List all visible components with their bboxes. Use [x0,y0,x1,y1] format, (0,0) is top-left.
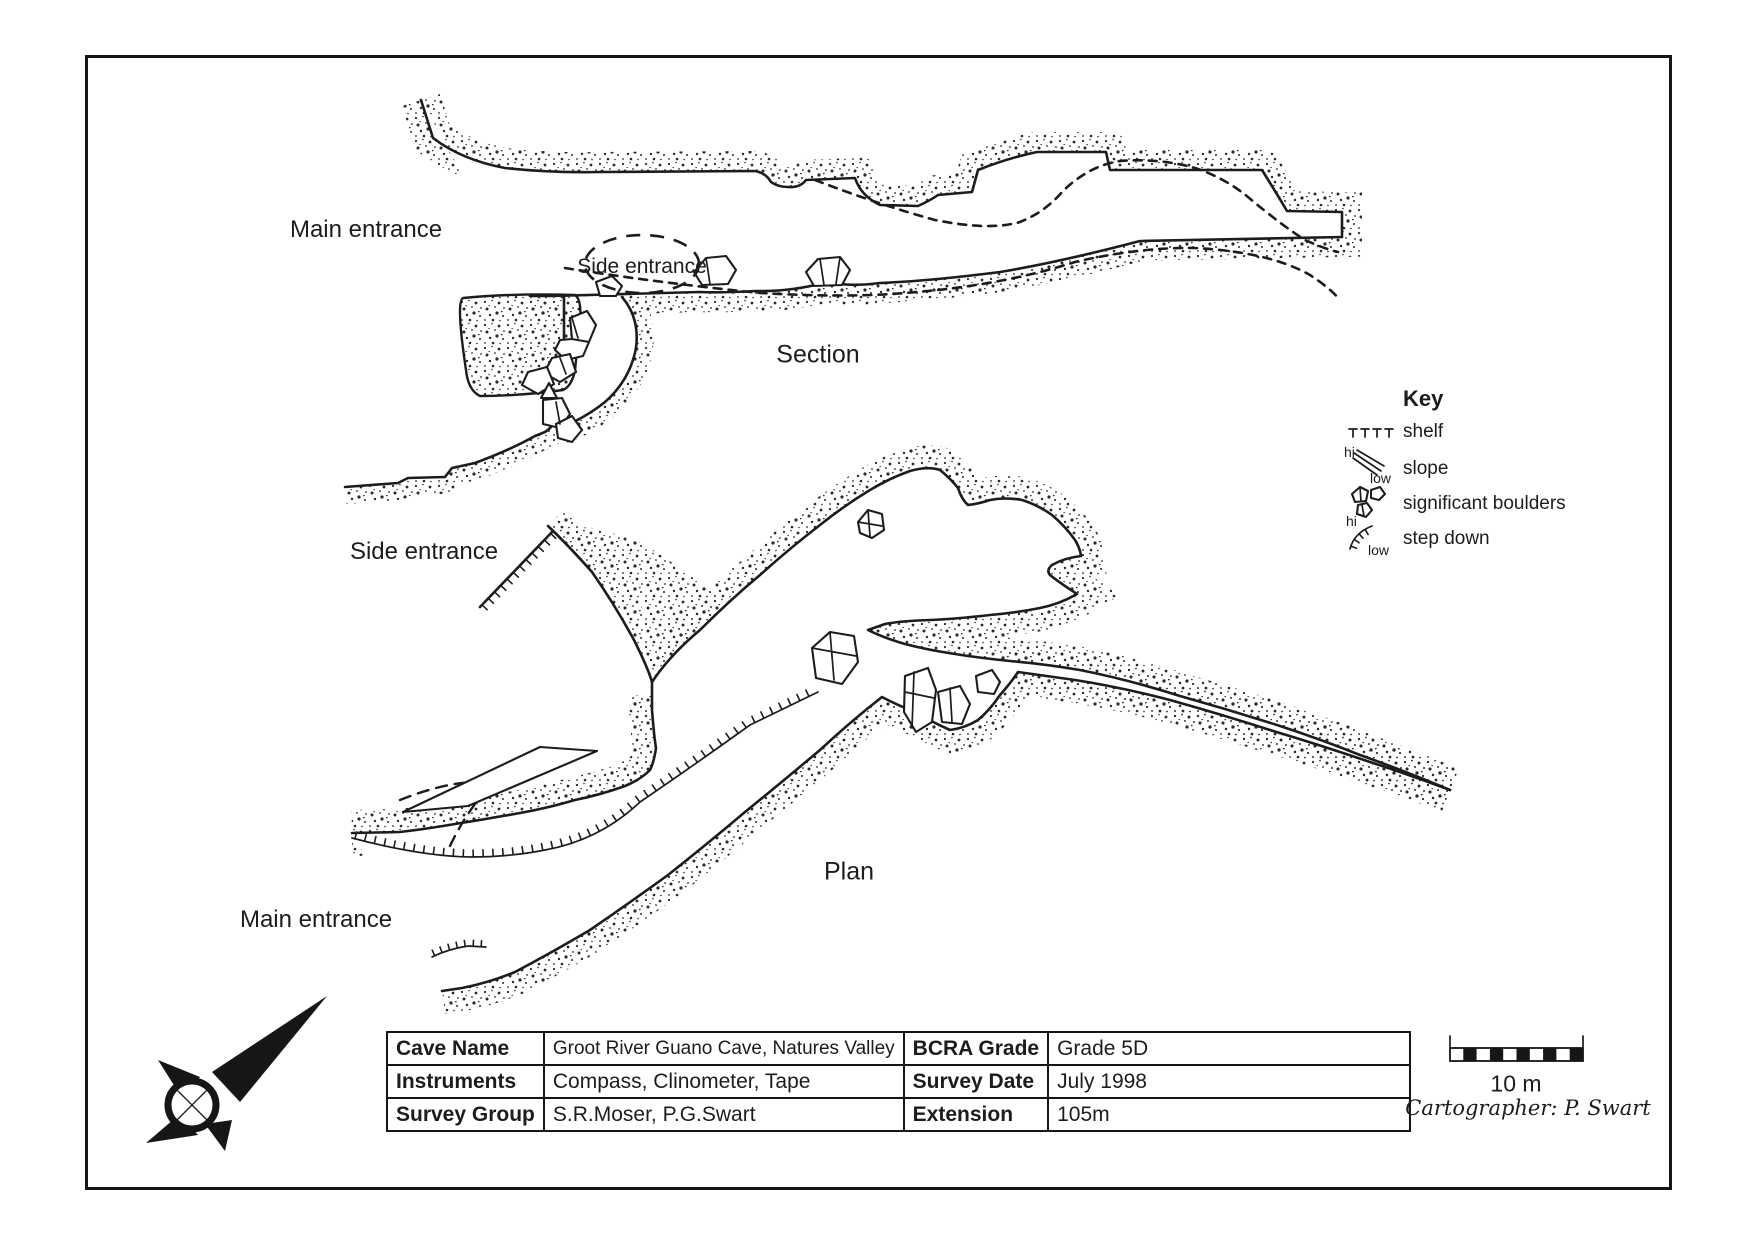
survey-group-label: Survey Group [386,1097,545,1132]
survey-date-label: Survey Date [902,1064,1050,1099]
plan-spur [401,745,599,814]
plan-view [352,468,1450,991]
bcra-grade-label: BCRA Grade [902,1031,1050,1066]
survey-date-value: July 1998 [1047,1064,1412,1099]
key-symbols [1348,428,1394,550]
plan-passage-interior [352,468,1450,991]
boulders-symbol-icon [1350,485,1387,519]
sheet-border [85,55,1672,1190]
plan-side-entrance-label: Side entrance [349,538,499,565]
slope-symbol-icon [1352,449,1385,476]
scale-label: 10 m [1490,1070,1542,1097]
cave-name-label: Cave Name [386,1031,545,1066]
key-item-step-down: step down [1403,528,1490,549]
slope-low-label: low [1370,470,1392,486]
hidden-passage-upper-dashed [813,159,1340,254]
section-main-entrance-label: Main entrance [289,216,443,243]
cartographer-credit: Cartographer: P. Swart [1405,1096,1651,1120]
section-floor-boulders [594,254,852,298]
key-title: Key [1403,386,1444,411]
section-view [345,100,1342,487]
plan-boulders [810,508,1002,734]
north-arrow-compass [146,996,327,1151]
plan-main-entrance-label: Main entrance [239,906,393,933]
table-row: Survey Group S.R.Moser, P.G.Swart Extens… [386,1097,1412,1132]
step-hi-label: hi [1346,513,1357,529]
section-side-entrance-outline [583,233,701,295]
bcra-grade-value: Grade 5D [1047,1031,1412,1066]
section-title: Section [776,340,860,369]
survey-group-value: S.R.Moser, P.G.Swart [542,1097,905,1132]
key-item-slope: slope [1403,458,1449,479]
instruments-label: Instruments [386,1064,545,1099]
scale-bar [1449,1035,1584,1062]
survey-info-table: Cave Name Groot River Guano Cave, Nature… [386,1031,1412,1132]
slope-hi-label: hi [1344,444,1355,460]
section-side-entrance-label: Side entrance [577,255,707,278]
key-item-shelf: shelf [1403,421,1444,442]
extension-label: Extension [902,1097,1050,1132]
plan-title: Plan [823,857,875,886]
hidden-passage-lower-dashed [563,246,1342,302]
extension-value: 105m [1047,1097,1412,1132]
shelf-symbol-icon [1348,428,1394,438]
step-low-label: low [1368,542,1390,558]
key-item-boulders: significant boulders [1403,493,1566,514]
section-lower-boulders [539,381,584,444]
table-row: Cave Name Groot River Guano Cave, Nature… [386,1031,1412,1066]
instruments-value: Compass, Clinometer, Tape [542,1064,905,1099]
cave-name-value: Groot River Guano Cave, Natures Valley [542,1031,905,1066]
table-row: Instruments Compass, Clinometer, Tape Su… [386,1064,1412,1099]
